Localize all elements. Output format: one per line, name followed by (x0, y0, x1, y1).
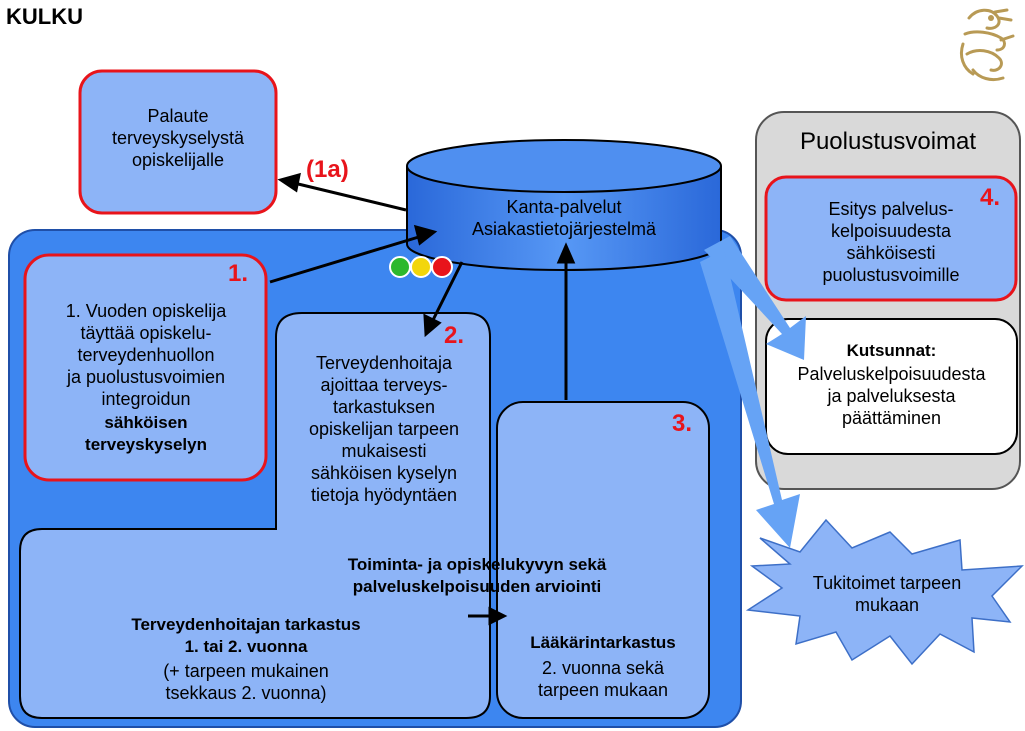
page-title: KULKU (6, 4, 83, 29)
nurse-check-title: Terveydenhoitajan tarkastus 1. tai 2. vu… (131, 615, 361, 656)
step-label-4: 4. (980, 184, 1001, 211)
flow-arrows (269, 172, 576, 626)
support-text: Tukitoimet tarpeen mukaan (812, 573, 962, 615)
step-label-2: 2. (444, 322, 465, 349)
calls-title: Kutsunnat: (846, 341, 937, 360)
calls-text: Palveluskelpoisuudesta ja palveluksesta … (797, 364, 986, 428)
step-label-1a: (1a) (306, 156, 349, 183)
feedback-text: Palaute terveyskyselystä opiskelijalle (111, 106, 245, 170)
nurse-check-text: (+ tarpeen mukainen tsekkaus 2. vuonna) (163, 661, 329, 703)
step4-text: Esitys palvelus- kelpoisuudesta sähköise… (822, 199, 960, 285)
step4-box (764, 175, 1018, 302)
step1-box (23, 253, 268, 482)
database-label: Kanta-palvelut Asiakastietojärjestelmä (471, 197, 657, 239)
assessment-text: Toiminta- ja opiskelukyvyn sekä palvelus… (347, 555, 607, 596)
feedback-box (78, 69, 278, 215)
doctor-title: Lääkärintarkastus (530, 633, 676, 652)
step1-text: 1. Vuoden opiskelija täyttää opiskelu- t… (65, 301, 227, 409)
arrow-to-calls (704, 236, 806, 360)
step-label-3: 3. (672, 410, 693, 437)
nurse-process-shape (19, 312, 491, 719)
defence-title: Puolustusvoimat (799, 128, 977, 155)
database-cylinder (406, 139, 722, 271)
support-starburst (745, 518, 1024, 666)
traffic-light-icon (389, 256, 453, 278)
finnish-lion-crest-icon (959, 8, 1015, 82)
doctor-text: 2. vuonna sekä tarpeen mukaan (537, 658, 669, 700)
arrow-to-support (700, 250, 800, 548)
step-label-1: 1. (228, 260, 249, 287)
doctor-box (496, 401, 710, 719)
step1-bold-text: sähköisen terveyskyselyn (85, 413, 207, 454)
step2-text: Terveydenhoitaja ajoittaa terveys- tarka… (308, 353, 460, 505)
calls-box (765, 318, 1018, 455)
